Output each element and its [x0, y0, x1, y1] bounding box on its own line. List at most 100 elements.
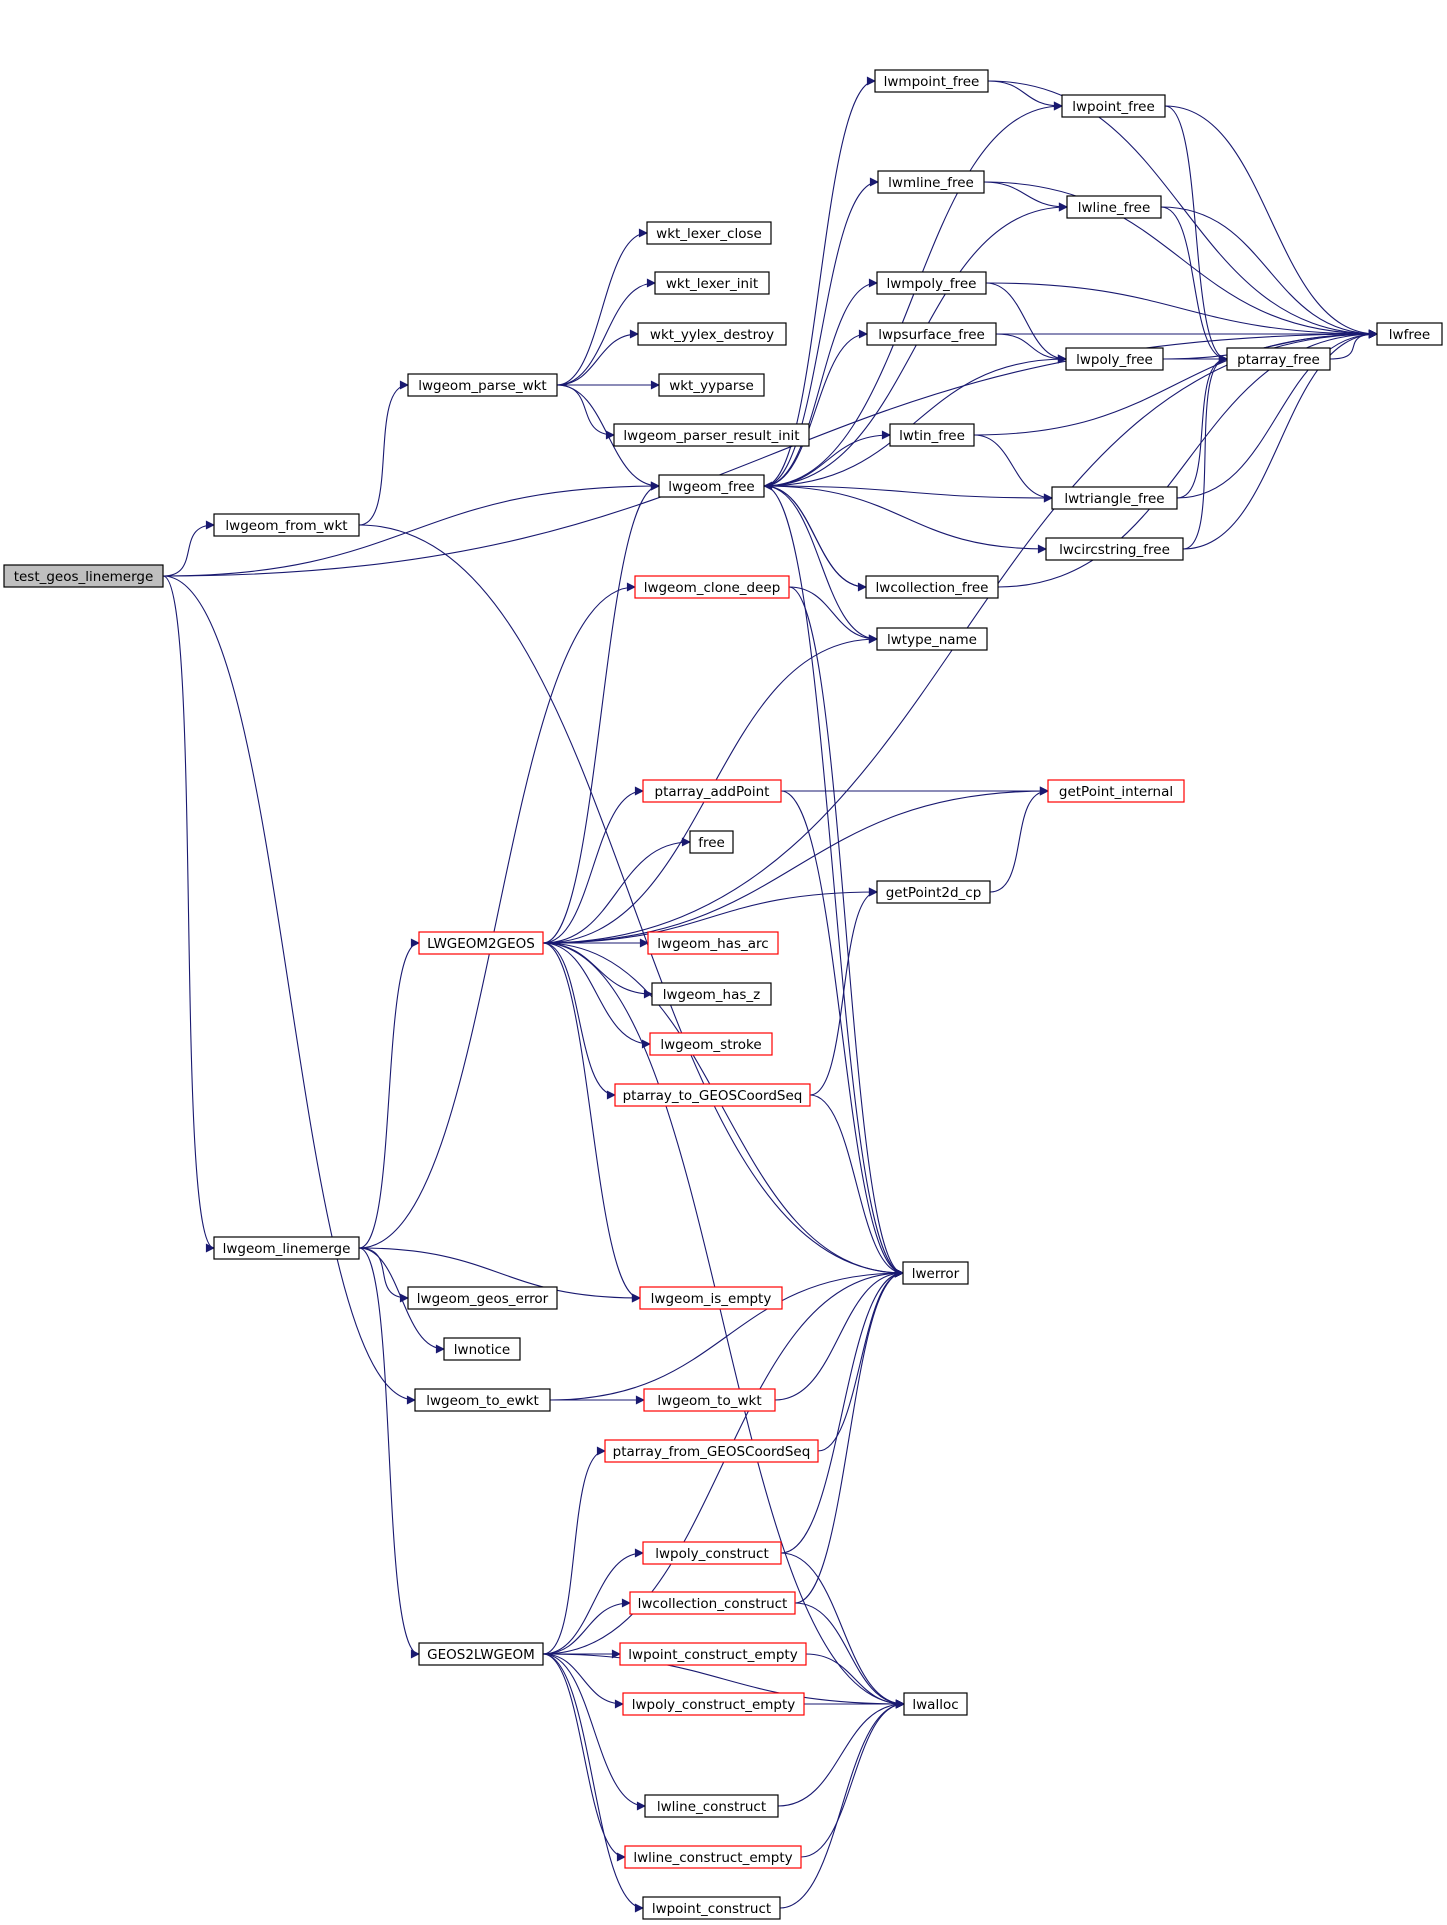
node-box — [1065, 347, 1164, 371]
node-label: lwgeom_from_wkt — [225, 518, 347, 534]
node-lwpsurface-free[interactable]: lwpsurface_free — [866, 322, 997, 346]
node-label: lwpoint_construct — [652, 1901, 771, 1917]
edge-lwline-construct-empty-to-lwalloc — [800, 1699, 905, 1858]
node-label: lwgeom_stroke — [660, 1037, 761, 1053]
node-box — [3, 564, 164, 588]
node-lwcollection-free[interactable]: lwcollection_free — [865, 575, 999, 599]
edge-lwgeom-clone-deep-to-lwerror — [788, 586, 904, 1278]
node-lwgeom-free[interactable]: lwgeom_free — [658, 474, 765, 498]
edge-lwgeom-parse-wkt-to-lwgeom-parser-result-init — [556, 384, 615, 440]
node-label: lwcollection_free — [876, 580, 989, 596]
edge-lwgeom-free-to-lwcircstring-free — [763, 485, 1047, 554]
node-box — [658, 474, 765, 498]
node-lwpoint-construct-empty[interactable]: lwpoint_construct_empty — [619, 1642, 807, 1666]
node-box — [639, 1286, 783, 1310]
edges-layer — [162, 76, 1378, 1913]
node-label: ptarray_to_GEOSCoordSeq — [623, 1088, 803, 1104]
node-lwpoint-free[interactable]: lwpoint_free — [1061, 94, 1166, 118]
node-wkt-yylex-destroy[interactable]: wkt_yylex_destroy — [637, 322, 787, 346]
node-ptarray-free[interactable]: ptarray_free — [1226, 347, 1331, 371]
node-lwline-construct-empty[interactable]: lwline_construct_empty — [624, 1845, 802, 1869]
node-lwgeom-parser-result-init[interactable]: lwgeom_parser_result_init — [613, 423, 810, 447]
node-lwgeom-geos-error[interactable]: lwgeom_geos_error — [407, 1286, 558, 1310]
node-box — [624, 1845, 802, 1869]
node-lwnotice[interactable]: lwnotice — [443, 1337, 521, 1361]
node-box — [213, 513, 360, 537]
node-lwgeom2-geos[interactable]: LWGEOM2GEOS — [418, 931, 544, 955]
node-box — [1045, 537, 1184, 561]
node-lwerror[interactable]: lwerror — [902, 1261, 969, 1285]
node-lwgeom-linemerge[interactable]: lwgeom_linemerge — [213, 1236, 360, 1260]
node-lwmpoly-free[interactable]: lwmpoly_free — [876, 271, 987, 295]
node-box — [651, 982, 772, 1006]
edge-lwgeom-parse-wkt-to-wkt-yylex-destroy — [556, 329, 639, 386]
node-box — [604, 1439, 819, 1463]
node-box — [414, 1388, 551, 1412]
node-lwpoint-construct[interactable]: lwpoint_construct — [642, 1896, 781, 1920]
edge-lwgeom2-geos-to-lwgeom-is-empty — [542, 942, 641, 1303]
node-lwgeom-has-z[interactable]: lwgeom_has_z — [651, 982, 772, 1006]
edge-lwgeom-free-to-lwtin-free — [763, 430, 891, 487]
node-wkt-lexer-close[interactable]: wkt_lexer_close — [646, 221, 772, 245]
node-lwtype-name[interactable]: lwtype_name — [876, 627, 988, 651]
node-ptarray-add-point[interactable]: ptarray_addPoint — [642, 779, 782, 803]
node-lwgeom-stroke[interactable]: lwgeom_stroke — [649, 1032, 773, 1056]
node-lwalloc[interactable]: lwalloc — [903, 1692, 968, 1716]
node-box — [642, 1541, 782, 1565]
edge-ptarray-add-point-to-lwerror — [780, 790, 904, 1278]
node-label: wkt_yyparse — [669, 378, 754, 394]
node-lwgeom-is-empty[interactable]: lwgeom_is_empty — [639, 1286, 783, 1310]
node-lwpoly-free[interactable]: lwpoly_free — [1065, 347, 1164, 371]
node-lwgeom-has-arc[interactable]: lwgeom_has_arc — [647, 931, 779, 955]
node-label: lwnotice — [454, 1342, 510, 1358]
node-wkt-yyparse[interactable]: wkt_yyparse — [658, 373, 765, 397]
node-lwcollection-construct[interactable]: lwcollection_construct — [629, 1591, 796, 1615]
edge-lwgeom-linemerge-to-lwgeom-clone-deep — [358, 582, 636, 1249]
node-box — [874, 69, 989, 93]
node-lwline-construct[interactable]: lwline_construct — [644, 1794, 779, 1818]
node-box — [658, 373, 765, 397]
node-lwfree[interactable]: lwfree — [1376, 322, 1443, 346]
node-wkt-lexer-init[interactable]: wkt_lexer_init — [654, 271, 770, 295]
node-lwmline-free[interactable]: lwmline_free — [877, 170, 985, 194]
node-ptarray-to-geoscoord-seq[interactable]: ptarray_to_GEOSCoordSeq — [614, 1083, 811, 1107]
node-free[interactable]: free — [689, 830, 734, 854]
edge-lwgeom2-geos-to-lwgeom-stroke — [542, 942, 651, 1049]
node-geos2-lwgeom[interactable]: GEOS2LWGEOM — [418, 1642, 544, 1666]
edge-lwgeom-linemerge-to-geos2-lwgeom — [358, 1247, 420, 1659]
node-lwcircstring-free[interactable]: lwcircstring_free — [1045, 537, 1184, 561]
node-lwgeom-clone-deep[interactable]: lwgeom_clone_deep — [634, 575, 790, 599]
node-lwgeom-to-ewkt[interactable]: lwgeom_to_ewkt — [414, 1388, 551, 1412]
edge-lwtin-free-to-lwtriangle-free — [973, 434, 1053, 503]
edge-lwtriangle-free-to-lwfree — [1176, 329, 1378, 499]
node-ptarray-from-geoscoord-seq[interactable]: ptarray_from_GEOSCoordSeq — [604, 1439, 819, 1463]
edge-lwmpoint-free-to-lwfree — [987, 80, 1378, 339]
edge-lwgeom-parse-wkt-to-lwgeom-free — [556, 384, 660, 491]
edge-lwpoint-free-to-lwfree — [1164, 105, 1378, 339]
node-box — [689, 830, 734, 854]
node-box — [647, 931, 779, 955]
node-lwgeom-parse-wkt[interactable]: lwgeom_parse_wkt — [407, 373, 558, 397]
node-lwtriangle-free[interactable]: lwtriangle_free — [1051, 486, 1178, 510]
node-lwpoly-construct[interactable]: lwpoly_construct — [642, 1541, 782, 1565]
node-box — [876, 271, 987, 295]
node-label: lwgeom_free — [668, 479, 754, 495]
node-lwpoly-construct-empty[interactable]: lwpoly_construct_empty — [622, 1692, 805, 1716]
node-lwmpoint-free[interactable]: lwmpoint_free — [874, 69, 989, 93]
node-box — [1376, 322, 1443, 346]
node-label: lwpoly_free — [1076, 352, 1153, 368]
edge-geos2-lwgeom-to-lwerror — [542, 1268, 904, 1655]
node-box — [865, 575, 999, 599]
node-get-point-internal[interactable]: getPoint_internal — [1047, 779, 1185, 803]
edge-lwcollection-construct-to-lwalloc — [794, 1602, 905, 1709]
node-get-point2d-cp[interactable]: getPoint2d_cp — [876, 880, 991, 904]
node-label: lwgeom_has_arc — [657, 936, 768, 952]
node-lwgeom-to-wkt[interactable]: lwgeom_to_wkt — [643, 1388, 776, 1412]
edge-lwgeom2-geos-to-lwgeom-has-z — [542, 942, 653, 999]
node-lwline-free[interactable]: lwline_free — [1066, 195, 1162, 219]
node-label: LWGEOM2GEOS — [427, 936, 535, 952]
node-test-geos-linemerge[interactable]: test_geos_linemerge — [3, 564, 164, 588]
node-lwtin-free[interactable]: lwtin_free — [889, 423, 975, 447]
node-label: lwpoint_free — [1072, 99, 1155, 115]
node-lwgeom-from-wkt[interactable]: lwgeom_from_wkt — [213, 513, 360, 537]
